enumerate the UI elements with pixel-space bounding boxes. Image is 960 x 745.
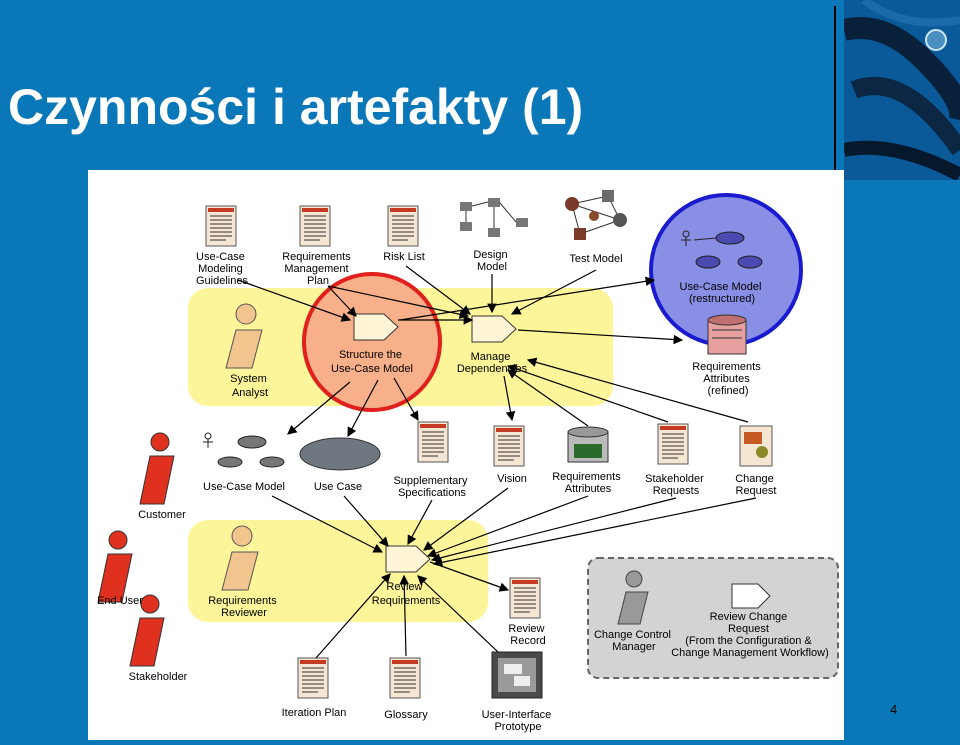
page-number: 4	[890, 702, 898, 717]
usecase-model-icon	[203, 432, 285, 468]
risk-list-label: Risk List	[383, 251, 425, 263]
slide-title: Czynności i artefakty (1)	[8, 79, 584, 135]
use-case-icon	[299, 437, 381, 471]
end-user-label: End User	[97, 595, 143, 607]
stakeholder-requests-document-icon	[657, 423, 689, 465]
iteration-plan-document-icon	[297, 657, 329, 699]
diagram-arrows	[237, 265, 757, 659]
review-change-request-label: Review Change Request (From the Configur…	[671, 611, 829, 659]
requirements-reviewer-label: Requirements Reviewer	[208, 595, 280, 619]
stakeholder-label: Stakeholder	[129, 671, 188, 683]
end-user-actor-icon	[97, 530, 133, 603]
vision-label: Vision	[497, 473, 527, 485]
design-model-icon	[460, 198, 528, 237]
req-attributes-database-icon	[567, 426, 609, 463]
manage-dependencies-icon	[471, 315, 517, 343]
review-record-label: Review Record	[508, 623, 547, 647]
change-request-document-icon	[739, 425, 773, 467]
use-case-label: Use Case	[314, 481, 362, 493]
system-analyst-label: System Analyst	[230, 373, 270, 399]
supplementary-spec-document-icon	[417, 421, 449, 463]
usecase-model-label: Use-Case Model	[203, 481, 285, 493]
customer-label: Customer	[138, 509, 186, 521]
design-model-label: Design Model	[473, 249, 510, 273]
ui-prototype-icon	[491, 651, 543, 699]
change-control-manager-label: Change Control Manager	[594, 629, 674, 653]
change-request-label: Change Request	[735, 473, 777, 497]
stakeholder-requests-label: Stakeholder Requests	[645, 473, 707, 497]
structure-activity-label: Structure the Use-Case Model	[331, 349, 413, 375]
structure-activity-highlight	[302, 272, 442, 412]
vision-document-icon	[493, 425, 525, 467]
structure-activity-icon	[353, 313, 399, 341]
review-requirements-icon	[385, 545, 431, 573]
review-record-document-icon	[509, 577, 541, 619]
divider-line	[834, 6, 836, 174]
change-management-box	[587, 557, 839, 679]
usecase-guidelines-label: Use-Case Modeling Guidelines	[196, 251, 248, 287]
workflow-diagram: Use-Case Modeling Guidelines Requirement…	[88, 170, 844, 740]
risk-list-document-icon	[387, 205, 419, 247]
requirements-database-icon	[707, 314, 747, 355]
req-mgmt-plan-label: Requirements Management Plan	[282, 251, 354, 287]
req-attributes-label: Requirements Attributes	[552, 471, 624, 495]
req-mgmt-plan-document-icon	[299, 205, 331, 247]
test-model-icon	[565, 190, 627, 240]
corner-decoration-image	[844, 0, 960, 180]
req-attributes-refined-label: Requirements Attributes (refined)	[692, 361, 764, 397]
usecase-guidelines-document-icon	[205, 205, 237, 247]
usecase-model-restructured-label: Use-Case Model (restructured)	[680, 281, 765, 305]
iteration-plan-label: Iteration Plan	[282, 707, 347, 719]
ui-prototype-label: User-Interface Prototype	[482, 709, 555, 733]
customer-actor-icon	[139, 432, 175, 505]
test-model-label: Test Model	[569, 253, 622, 265]
usecase-diagram-icon	[681, 230, 763, 269]
supplementary-spec-label: Supplementary Specifications	[393, 475, 470, 499]
glossary-document-icon	[389, 657, 421, 699]
glossary-label: Glossary	[384, 709, 428, 721]
review-change-request-icon	[731, 583, 771, 609]
